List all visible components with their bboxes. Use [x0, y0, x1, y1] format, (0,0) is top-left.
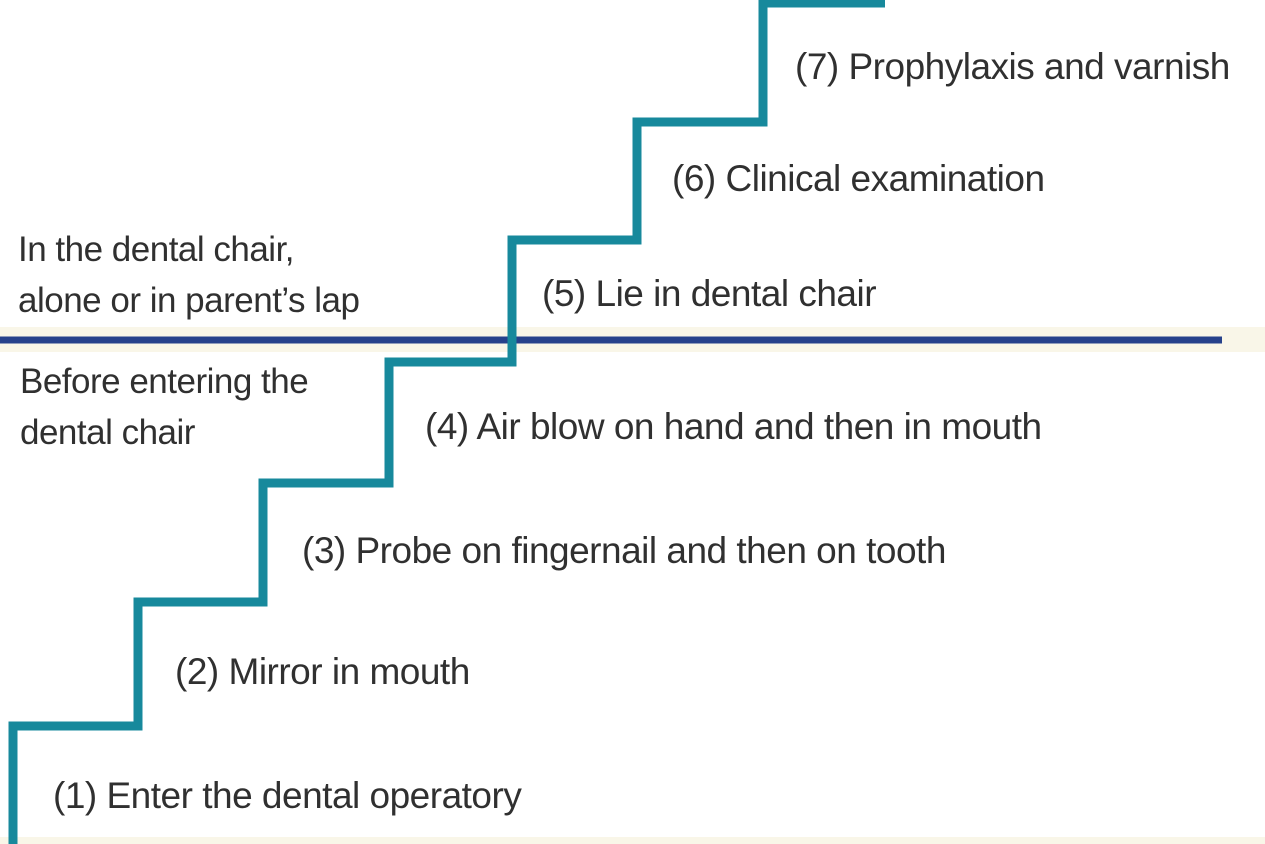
- bottom-band: [0, 837, 1265, 844]
- zone-label-above-divider: In the dental chair, alone or in parent’…: [18, 224, 360, 326]
- step-label-5: (5) Lie in dental chair: [542, 273, 877, 314]
- zone-label-above-line-1: In the dental chair,: [18, 230, 295, 269]
- zone-label-below-line-1: Before entering the: [20, 362, 309, 401]
- zone-label-above-line-2: alone or in parent’s lap: [18, 281, 360, 320]
- zone-label-below-divider: Before entering the dental chair: [20, 356, 309, 458]
- step-label-3: (3) Probe on fingernail and then on toot…: [302, 530, 946, 571]
- step-label-2: (2) Mirror in mouth: [175, 651, 470, 692]
- step-label-4: (4) Air blow on hand and then in mouth: [425, 406, 1042, 447]
- zone-label-below-line-2: dental chair: [20, 413, 195, 452]
- step-label-6: (6) Clinical examination: [672, 158, 1045, 199]
- staircase-line: [8, 0, 885, 844]
- step-label-7: (7) Prophylaxis and varnish: [795, 46, 1230, 87]
- step-label-1: (1) Enter the dental operatory: [53, 775, 522, 816]
